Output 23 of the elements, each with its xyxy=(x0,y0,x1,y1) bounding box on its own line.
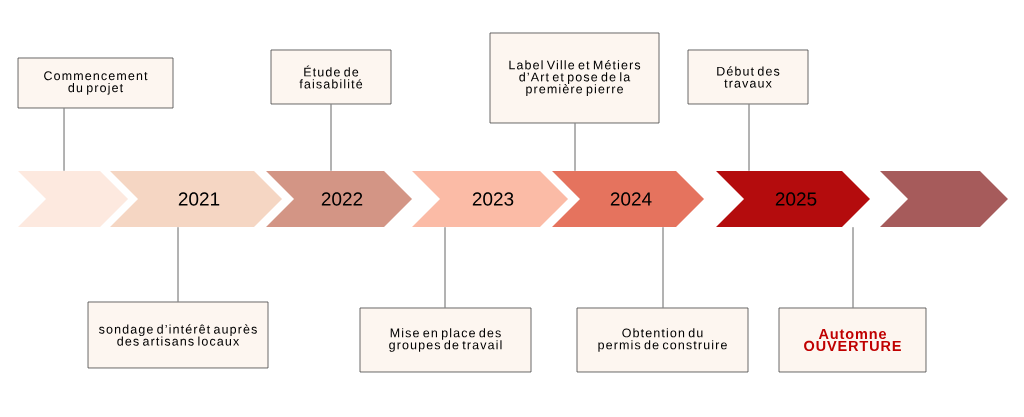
leader-line xyxy=(748,104,750,172)
text-box: Obtention du permis de construire xyxy=(576,307,749,373)
text-box: Mise en place des groupes de travail xyxy=(359,307,532,373)
text-box: sondage d’intérêt auprès des artisans locaux xyxy=(87,301,269,369)
leader-line xyxy=(177,226,179,302)
leader-line xyxy=(574,123,576,172)
text-box: Début des travaux xyxy=(687,49,809,105)
text-box: Commencement du projet xyxy=(17,57,174,109)
timeline-segment: 2023 xyxy=(412,171,568,227)
leader-line xyxy=(852,226,854,308)
timeline-segment: 2025 xyxy=(716,171,870,227)
timeline-segment: 2024 xyxy=(552,171,704,227)
text-box: Label Ville et Métiers d’Art et pose de la première pierre xyxy=(489,32,660,124)
text-box: Étude de faisabilité xyxy=(270,49,392,105)
timeline-segment xyxy=(880,171,1008,227)
timeline-segment: 2021 xyxy=(110,171,282,227)
timeline-segment xyxy=(18,171,128,227)
leader-line xyxy=(444,226,446,308)
text-box: Automne OUVERTURE xyxy=(778,307,927,373)
leader-line xyxy=(63,108,65,172)
leader-line xyxy=(330,104,332,172)
timeline-segment: 2022 xyxy=(266,171,412,227)
leader-line xyxy=(662,226,664,308)
